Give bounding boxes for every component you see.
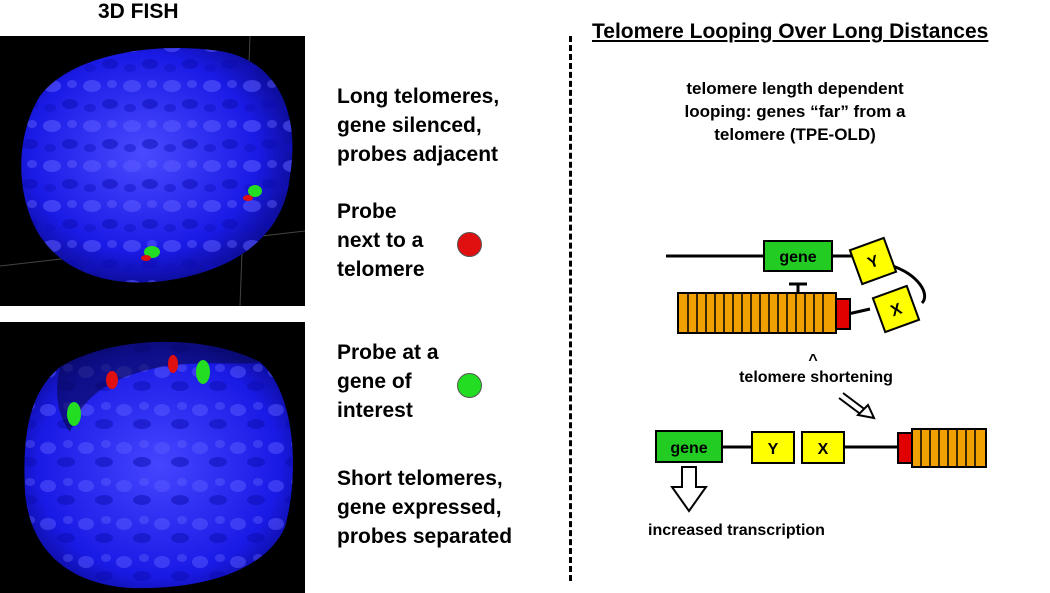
label-line: next to a xyxy=(337,229,424,252)
caption-line: looping: genes “far” from a xyxy=(684,102,906,121)
telomere-probe-spot xyxy=(168,355,178,373)
telomere-end-top xyxy=(835,298,851,330)
label-short-telomeres: Short telomeres, gene expressed, probes … xyxy=(337,464,512,551)
green-dot-legend xyxy=(457,373,482,398)
x-label-bottom: X xyxy=(818,441,829,458)
label-line: telomere xyxy=(337,258,425,281)
gene-probe-spot xyxy=(248,185,262,197)
label-probe-telomere: Probe next to a telomere xyxy=(337,197,425,284)
fish-image-long-telomeres xyxy=(0,36,305,306)
looping-caption: telomere length dependent looping: genes… xyxy=(640,77,950,146)
fish-image-short-telomeres xyxy=(0,322,305,593)
telomere-end-bottom xyxy=(897,432,913,464)
gene-probe-spot xyxy=(144,246,160,258)
gene-label-bottom: gene xyxy=(670,440,707,457)
down-arrow-icon xyxy=(670,466,708,513)
gene-probe-spot xyxy=(67,402,81,426)
y-label-bottom: Y xyxy=(768,441,779,458)
label-line: probes adjacent xyxy=(337,143,499,166)
x-box-bottom xyxy=(801,431,845,464)
caret-mark: ^ xyxy=(808,352,817,369)
label-line: interest xyxy=(337,399,413,422)
label-line: probes separated xyxy=(337,525,513,548)
red-dot-legend xyxy=(457,232,482,257)
label-line: gene expressed, xyxy=(337,496,502,519)
x-box-top: X xyxy=(871,284,921,334)
label-line: gene silenced, xyxy=(337,114,482,137)
telomere-shortening-label: telomere shortening xyxy=(739,369,893,386)
label-long-telomeres: Long telomeres, gene silenced, probes ad… xyxy=(337,82,499,169)
label-line: Short telomeres, xyxy=(337,467,503,490)
telomere-looping-diagram: gene Y X ^ telomere shortening gen xyxy=(648,236,987,539)
label-line: Probe xyxy=(337,200,397,223)
gene-probe-spot xyxy=(196,360,210,384)
right-title: Telomere Looping Over Long Distances xyxy=(592,20,989,43)
label-line: Long telomeres, xyxy=(337,85,500,108)
telomere-probe-spot xyxy=(243,195,253,201)
gene-box-bottom xyxy=(655,430,723,463)
dna-loop xyxy=(889,263,927,305)
dashed-divider xyxy=(569,36,572,581)
caption-line: telomere length dependent xyxy=(686,79,904,98)
shortening-arrow-icon xyxy=(838,392,876,420)
gene-label-top: gene xyxy=(779,249,816,266)
y-box-top: Y xyxy=(848,236,898,286)
dna-strand xyxy=(847,307,871,316)
label-line: Probe at a xyxy=(337,341,439,364)
telomere-repeats-bottom xyxy=(911,428,987,468)
y-box-bottom xyxy=(751,431,795,464)
gene-box-top xyxy=(763,240,833,272)
increased-transcription-label: increased transcription xyxy=(648,522,825,539)
caption-line: telomere (TPE-OLD) xyxy=(714,125,876,144)
label-probe-gene: Probe at a gene of interest xyxy=(337,338,439,425)
left-title: 3D FISH xyxy=(98,0,179,23)
telomere-probe-spot xyxy=(141,255,151,261)
telomere-probe-spot xyxy=(106,371,118,389)
telomere-repeats-top xyxy=(677,292,837,334)
label-line: gene of xyxy=(337,370,412,393)
